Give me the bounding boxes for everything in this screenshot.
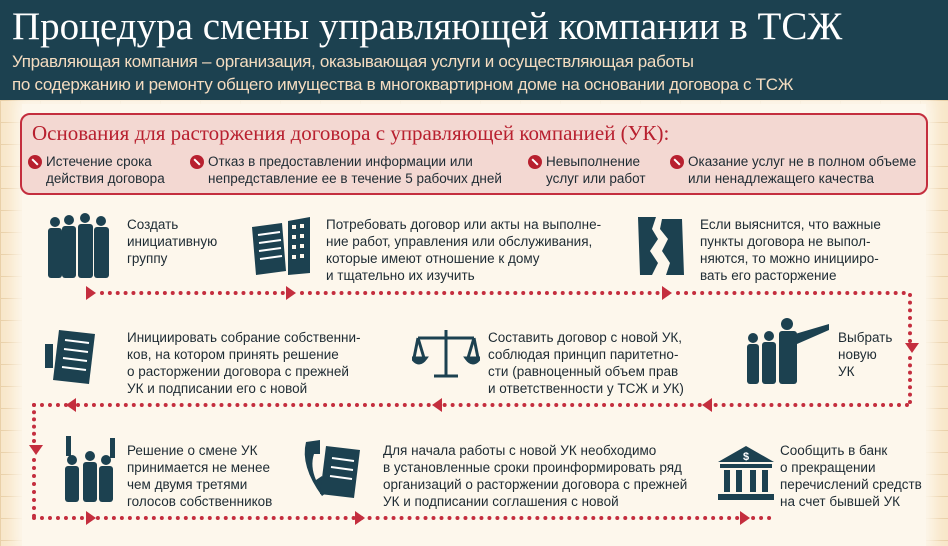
reason-text: Отказ в предоставлении информации или <box>208 154 473 169</box>
voting-people-icon <box>65 436 115 502</box>
arrow-left-icon <box>432 398 442 412</box>
step-check-contract: Если выяснится, что важные пункты договор… <box>700 216 881 284</box>
step-text: организаций о расторжении договора с пре… <box>383 477 688 492</box>
scales-icon <box>412 330 480 378</box>
step-text: Для начала работы с новой УК необходимо <box>383 443 657 458</box>
flow-path <box>32 403 68 407</box>
flow-path <box>300 291 660 295</box>
arrow-right-icon <box>286 286 296 300</box>
step-text: Решение о смене УК <box>127 443 258 458</box>
step-inform-bank: Сообщить в банк о прекращении перечислений… <box>780 442 922 510</box>
bank-icon: $ <box>718 446 774 500</box>
reason-text: Невыполнение <box>546 154 640 169</box>
reason-item: Истечение срока действия договора <box>28 153 165 187</box>
reason-text: Истечение срока <box>46 154 152 169</box>
documents-building-icon <box>252 217 310 275</box>
arrow-down-icon <box>905 343 919 353</box>
step-text: которые имеют отношение к дому <box>326 251 540 266</box>
step-text: сти (равноценный объем прав <box>488 364 679 379</box>
step-text: и ответственности у ТСЖ и УК) <box>488 381 684 396</box>
step-text: инициативную <box>127 234 218 249</box>
reason-text: действия договора <box>46 171 165 186</box>
flow-path <box>32 403 36 443</box>
step-draft-contract: Составить договор с новой УК, соблюдая пр… <box>488 329 684 397</box>
step-text: голосов собственников <box>127 494 273 509</box>
reason-text: или ненадлежащего качества <box>688 171 875 186</box>
step-text: Потребовать договор или акты на выполне- <box>326 217 602 232</box>
reasons-box: Основания для расторжения договора с упр… <box>20 113 928 195</box>
flow-path <box>676 291 906 295</box>
svg-text:$: $ <box>743 451 749 463</box>
step-request-documents: Потребовать договор или акты на выполне-… <box>326 216 601 284</box>
arrow-right-icon <box>86 511 96 525</box>
prohibited-icon <box>190 155 204 169</box>
reason-text: непредставление ее в течение 5 рабочих д… <box>208 171 502 186</box>
phone-document-icon <box>304 440 360 498</box>
step-text: о расторжении договора с прежней <box>127 364 349 379</box>
subtitle-line-2: по содержанию и ремонту общего имущества… <box>12 75 794 94</box>
prohibited-icon <box>28 155 42 169</box>
prohibited-icon <box>670 155 684 169</box>
step-text: Если выяснится, что важные <box>700 217 881 232</box>
step-text: и тщательно их изучить <box>326 268 475 283</box>
step-text: Сообщить в банк <box>780 443 888 458</box>
step-text: перечислений средств <box>780 477 922 492</box>
pointing-person-icon <box>747 318 829 384</box>
arrow-right-icon <box>86 286 96 300</box>
flow-path <box>32 458 36 518</box>
step-text: Составить договор с новой УК, <box>488 330 683 345</box>
step-text: о прекращении <box>780 460 876 475</box>
flow-path <box>32 516 772 520</box>
reason-item: Отказ в предоставлении информации или неп… <box>190 153 502 187</box>
step-text: Выбрать <box>838 330 893 345</box>
step-text: Создать <box>127 217 179 232</box>
flow-path <box>76 403 910 407</box>
torn-document-icon <box>638 217 684 275</box>
step-text: группу <box>127 251 168 266</box>
prohibited-icon <box>528 155 542 169</box>
reasons-title: Основания для расторжения договора с упр… <box>32 121 670 145</box>
arrow-left-icon <box>702 398 712 412</box>
step-text: на счет бывшей УК <box>780 494 901 509</box>
subtitle-line-1: Управляющая компания – организация, оказ… <box>12 52 694 71</box>
step-text: няются, то можно иницииро- <box>700 251 879 266</box>
step-text: чем двумя третями <box>127 477 248 492</box>
step-text: новую <box>838 347 877 362</box>
step-text: пункты договора не выпол- <box>700 234 871 249</box>
step-text: принимается не менее <box>127 460 271 475</box>
reason-item: Оказание услуг не в полном объеме или нен… <box>670 153 916 187</box>
step-text: Инициировать собрание собственни- <box>127 330 361 345</box>
arrow-left-icon <box>66 398 76 412</box>
reason-text: услуг или работ <box>546 171 646 186</box>
step-initiate-meeting: Инициировать собрание собственни-ков, на… <box>127 329 361 397</box>
document-list-icon <box>45 330 95 384</box>
flow-path <box>100 291 285 295</box>
step-decision: Решение о смене УК принимается не менее че… <box>127 442 272 510</box>
flow-path <box>908 293 912 343</box>
step-create-group: Создать инициативную группу <box>127 216 217 267</box>
page-title: Процедура смены управляющей компании в Т… <box>12 5 843 48</box>
step-text: УК и подписании соглашения с новой <box>383 494 619 509</box>
reason-text: Оказание услуг не в полном объеме <box>688 154 917 169</box>
arrow-right-icon <box>662 286 672 300</box>
arrow-down-icon <box>29 445 43 455</box>
step-text: УК <box>838 364 855 379</box>
arrow-right-icon <box>355 511 365 525</box>
step-inform-organizations: Для начала работы с новой УК необходимо в… <box>383 442 687 510</box>
reason-item: Невыполнение услуг или работ <box>528 153 646 187</box>
header: Процедура смены управляющей компании в Т… <box>0 0 948 100</box>
step-text: в установленные сроки проинформировать р… <box>383 460 682 475</box>
step-text: ков, на котором принять решение <box>127 347 339 362</box>
step-text: ние работ, управления или обслуживания, <box>326 234 593 249</box>
step-text: вать его расторжение <box>700 268 837 283</box>
arrow-right-icon <box>740 511 750 525</box>
flow-path <box>908 356 912 404</box>
group-icon <box>48 213 109 278</box>
step-text: соблюдая принцип паритетно- <box>488 347 679 362</box>
step-text: УК и подписании его с новой <box>127 381 308 396</box>
